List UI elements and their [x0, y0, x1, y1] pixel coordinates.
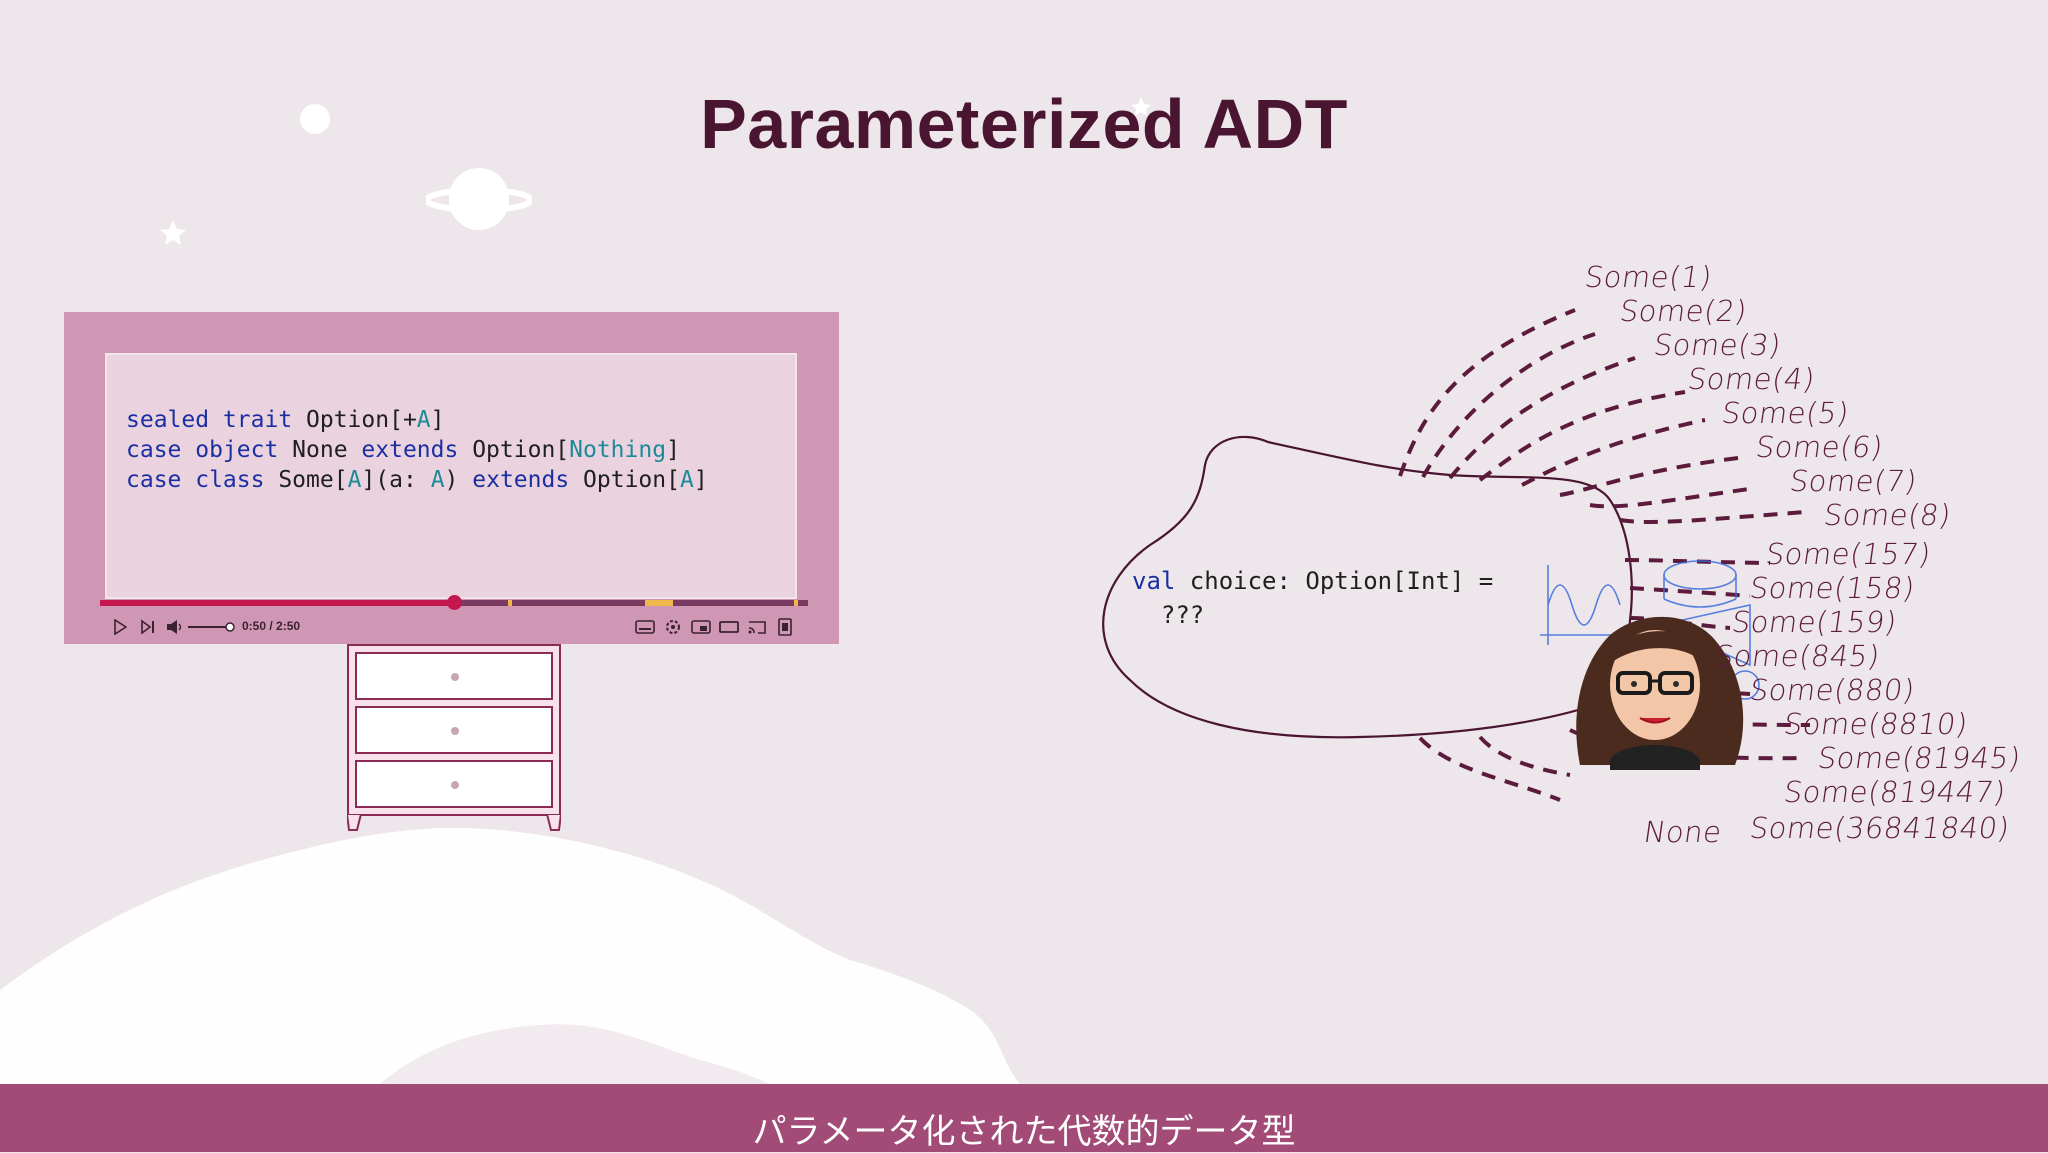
theater-mode-icon[interactable]: [718, 615, 740, 639]
code-token: case object: [126, 437, 279, 463]
chapter-marker: [794, 600, 798, 606]
star-icon: [160, 220, 186, 245]
handwritten-value: Some(845): [1712, 639, 1883, 673]
code-token: Nothing: [569, 437, 667, 463]
code-token: Option[: [458, 437, 570, 463]
code-token: extends: [472, 467, 570, 493]
play-icon[interactable]: [110, 615, 130, 639]
handwritten-value: Some(7): [1787, 464, 1920, 498]
code-token: A: [679, 467, 694, 493]
code-token: A: [347, 467, 362, 493]
subtitle-bar: [0, 1084, 2048, 1152]
moon-dot: [300, 104, 330, 134]
code-token: sealed trait: [126, 407, 293, 433]
code-token: ): [444, 467, 473, 493]
drawer: [355, 652, 553, 700]
progress-knob[interactable]: [447, 595, 462, 610]
dresser-legs: [347, 814, 561, 831]
time-display: 0:50 / 2:50: [242, 619, 301, 633]
code-token: A: [416, 407, 431, 433]
code-line: sealed trait Option[+A]: [126, 405, 708, 435]
handwritten-value: Some(880): [1747, 673, 1918, 707]
code-token: ](a:: [361, 467, 431, 493]
drawer: [355, 706, 553, 754]
code-token: case class: [126, 467, 265, 493]
chapter-marker: [645, 600, 673, 606]
drawer: [355, 760, 553, 808]
code-token: ]: [430, 407, 445, 433]
handwritten-value: Some(2): [1617, 294, 1750, 328]
handwritten-value: Some(8): [1821, 498, 1954, 532]
player-controls: 0:50 / 2:50: [100, 615, 808, 639]
volume-icon[interactable]: [164, 615, 186, 639]
code-token: Option[: [569, 467, 680, 493]
code-token: ]: [666, 437, 680, 463]
handwritten-value: Some(6): [1753, 430, 1886, 464]
progress-fill: [100, 600, 454, 606]
video-screen: [105, 353, 797, 599]
subtitle-text: パラメータ化された代数的データ型: [752, 1112, 1296, 1152]
progress-bar[interactable]: [100, 595, 808, 610]
code-line: case object None extends Option[Nothing]: [126, 435, 708, 465]
dresser-illustration: [347, 644, 561, 816]
cast-icon[interactable]: [746, 615, 768, 639]
planet-icon: [426, 168, 532, 230]
code-block: sealed trait Option[+A]case object None …: [126, 405, 708, 495]
handwritten-value: Some(157): [1763, 537, 1934, 571]
code-token: ]: [693, 467, 708, 493]
code-token: None: [278, 437, 362, 463]
code-token: A: [430, 467, 445, 493]
handwritten-value: Some(5): [1719, 396, 1852, 430]
star-icon: [1131, 97, 1151, 116]
fullscreen-icon[interactable]: [774, 615, 796, 639]
next-icon[interactable]: [138, 615, 158, 639]
miniplayer-icon[interactable]: [690, 615, 712, 639]
code-token: Option[+: [292, 407, 417, 433]
handwritten-value: None: [1641, 815, 1725, 849]
handwritten-value: Some(8810): [1781, 707, 1971, 741]
choice-code: val choice: Option[Int] = ???: [1132, 567, 1494, 629]
subtitles-icon[interactable]: [634, 615, 656, 639]
handwritten-value: Some(158): [1747, 571, 1918, 605]
handwritten-value: Some(819447): [1781, 775, 2008, 809]
presenter-avatar: [1540, 560, 1760, 770]
handwritten-value: Some(4): [1685, 362, 1818, 396]
settings-icon[interactable]: [662, 615, 684, 639]
chapter-marker: [508, 600, 512, 606]
code-token: Some[: [264, 467, 348, 493]
code-line: case class Some[A](a: A) extends Option[…: [126, 465, 708, 495]
handwritten-value: Some(159): [1729, 605, 1900, 639]
handwritten-value: Some(3): [1651, 328, 1784, 362]
handwritten-value: Some(1): [1582, 260, 1715, 294]
volume-slider[interactable]: [186, 615, 236, 639]
handwritten-value: Some(36841840): [1747, 811, 2012, 845]
code-token: extends: [361, 437, 459, 463]
slide-title: Parameterized ADT: [700, 85, 1348, 163]
handwritten-value: Some(81945): [1815, 741, 2024, 775]
